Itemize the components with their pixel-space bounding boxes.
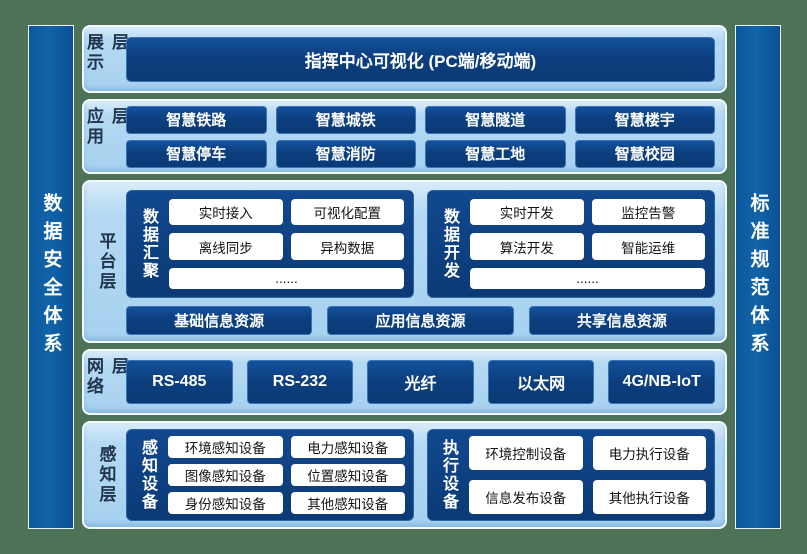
layer-network-label: 网络层: [84, 357, 128, 397]
resource-box-shared-info: 共享信息资源: [528, 306, 715, 335]
white-box-power-execution: 电力执行设备: [592, 436, 706, 470]
white-box-algorithm-dev: 算法开发: [470, 233, 584, 260]
app-box-smart-parking: 智慧停车: [126, 139, 267, 168]
white-box-intelligent-ops: 智能运维: [591, 233, 705, 260]
white-box-other-sensing: 其他感知设备: [290, 492, 405, 514]
pillar-standards: 标准规范体系: [735, 25, 781, 529]
layer-platform: 平台层 数据汇聚 实时接入 可视化配置 离线同步 异构数据 ......: [82, 180, 727, 343]
white-box-aggregation-more: ......: [169, 267, 404, 290]
white-box-power-sensing: 电力感知设备: [290, 436, 405, 458]
layer-platform-body: 数据汇聚 实时接入 可视化配置 离线同步 异构数据 ...... 数据开发 实时…: [126, 188, 715, 335]
white-box-development-more: ......: [470, 267, 705, 290]
layer-perception-body: 感知设备 环境感知设备 电力感知设备 图像感知设备 位置感知设备 身份感知设备 …: [126, 429, 715, 521]
app-box-smart-metro: 智慧城铁: [275, 105, 416, 134]
sensing-devices-grid: 环境感知设备 电力感知设备 图像感知设备 位置感知设备 身份感知设备 其他感知设…: [168, 436, 405, 514]
white-box-env-control: 环境控制设备: [469, 436, 583, 470]
white-box-image-sensing: 图像感知设备: [168, 464, 283, 486]
network-box-rs485: RS-485: [126, 360, 233, 404]
network-box-rs232: RS-232: [246, 360, 354, 404]
app-box-smart-building: 智慧楼宇: [574, 105, 715, 134]
layer-display-label: 展示层: [84, 33, 128, 73]
platform-group-data-development: 数据开发 实时开发 监控告警 算法开发 智能运维 ......: [427, 190, 715, 299]
network-box-ethernet: 以太网: [487, 360, 595, 404]
app-box-smart-campus: 智慧校园: [574, 139, 715, 168]
data-aggregation-label: 数据汇聚: [140, 208, 157, 281]
resource-box-application-info: 应用信息资源: [327, 306, 514, 335]
layer-application-label: 应用层: [84, 107, 128, 147]
white-box-monitor-alert: 监控告警: [591, 199, 705, 226]
layer-display-body: 指挥中心可视化 (PC端/移动端): [126, 33, 715, 85]
layer-application: 应用层 智慧铁路 智慧城铁 智慧隧道 智慧楼宇 智慧停车 智慧消防 智慧工地 智…: [82, 99, 727, 174]
layer-perception: 感知层 感知设备 环境感知设备 电力感知设备 图像感知设备 位置感知设备 身份感…: [82, 421, 727, 529]
execution-devices-label: 执行设备: [440, 439, 457, 511]
pillar-standards-label: 标准规范体系: [747, 193, 769, 361]
app-box-smart-fire: 智慧消防: [275, 139, 416, 168]
app-box-smart-site: 智慧工地: [425, 139, 566, 168]
perception-group-sensing-devices: 感知设备 环境感知设备 电力感知设备 图像感知设备 位置感知设备 身份感知设备 …: [126, 429, 414, 521]
app-box-smart-tunnel: 智慧隧道: [425, 105, 566, 134]
layer-perception-label: 感知层: [96, 445, 116, 505]
resource-box-basic-info: 基础信息资源: [126, 306, 313, 335]
white-box-heterogeneous-data: 异构数据: [290, 233, 404, 260]
data-development-grid: 实时开发 监控告警 算法开发 智能运维 ......: [470, 199, 705, 290]
white-box-realtime-access: 实时接入: [169, 199, 283, 226]
white-box-env-sensing: 环境感知设备: [168, 436, 283, 458]
execution-devices-grid: 环境控制设备 电力执行设备 信息发布设备 其他执行设备: [469, 436, 706, 514]
sensing-devices-label: 感知设备: [139, 439, 156, 511]
data-aggregation-grid: 实时接入 可视化配置 离线同步 异构数据 ......: [169, 199, 404, 290]
layer-network: 网络层 RS-485 RS-232 光纤 以太网 4G/NB-IoT: [82, 349, 727, 415]
network-box-4g-nbiot: 4G/NB-IoT: [608, 360, 715, 404]
white-box-location-sensing: 位置感知设备: [290, 464, 405, 486]
app-box-smart-railway: 智慧铁路: [126, 105, 267, 134]
white-box-offline-sync: 离线同步: [169, 233, 283, 260]
command-center-box: 指挥中心可视化 (PC端/移动端): [126, 36, 715, 82]
layer-application-body: 智慧铁路 智慧城铁 智慧隧道 智慧楼宇 智慧停车 智慧消防 智慧工地 智慧校园: [126, 105, 715, 168]
platform-groups: 数据汇聚 实时接入 可视化配置 离线同步 异构数据 ...... 数据开发 实时…: [126, 190, 715, 299]
layer-display: 展示层 指挥中心可视化 (PC端/移动端): [82, 25, 727, 93]
white-box-realtime-dev: 实时开发: [470, 199, 584, 226]
white-box-other-execution: 其他执行设备: [592, 480, 706, 514]
perception-group-execution-devices: 执行设备 环境控制设备 电力执行设备 信息发布设备 其他执行设备: [427, 429, 715, 521]
data-development-label: 数据开发: [441, 208, 458, 281]
layers-column: 展示层 指挥中心可视化 (PC端/移动端) 应用层 智慧铁路 智慧城铁 智慧隧道…: [82, 25, 727, 529]
pillar-data-security-label: 数据安全体系: [40, 193, 62, 361]
layer-platform-label: 平台层: [96, 231, 116, 292]
white-box-info-publish: 信息发布设备: [469, 480, 583, 514]
white-box-visual-config: 可视化配置: [290, 199, 404, 226]
platform-group-data-aggregation: 数据汇聚 实时接入 可视化配置 离线同步 异构数据 ......: [126, 190, 414, 299]
layer-network-body: RS-485 RS-232 光纤 以太网 4G/NB-IoT: [126, 357, 715, 407]
pillar-data-security: 数据安全体系: [28, 25, 74, 529]
white-box-identity-sensing: 身份感知设备: [168, 492, 283, 514]
platform-resources-row: 基础信息资源 应用信息资源 共享信息资源: [126, 306, 715, 335]
network-box-fiber: 光纤: [367, 360, 474, 404]
